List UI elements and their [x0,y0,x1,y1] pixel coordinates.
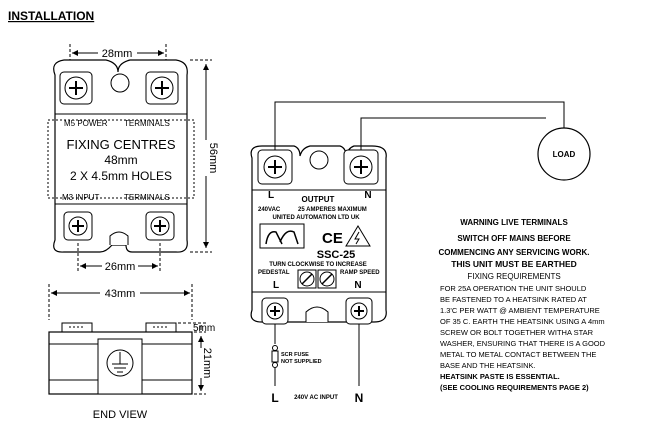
fixing-slot-bottom-icon [109,231,129,245]
m5-terminal-right-icon [145,71,179,105]
label-power-terminals: TERMINALS [124,119,170,128]
note-line: METAL TO METAL CONTACT BETWEEN THE [440,350,596,359]
label-scr-fuse: SCR FUSE [281,352,309,358]
scr-fuse-icon [271,350,279,363]
fixing-holes: 2 X 4.5mm HOLES [70,169,172,183]
note-line: FOR 25A OPERATION THE UNIT SHOULD [440,284,587,293]
label-output: OUTPUT [302,195,335,204]
earthed-notice: THIS UNIT MUST BE EARTHED [451,259,577,269]
label-l-bottom: L [273,280,279,291]
fixing-centres-title: FIXING CENTRES [66,137,175,152]
label-ramp-speed: RAMP SPEED [340,270,380,276]
model-name: SSC-25 [317,249,356,261]
load-wiring: LOAD [274,101,591,181]
dim-56mm: 56mm [207,143,219,174]
note-line: BASE AND THE HEATSINK. [440,361,536,370]
input-terminal-n-icon [345,297,373,325]
warning-line-3: COMMENCING ANY SERVICING WORK. [439,248,590,257]
note-line: SCREW OR BOLT TOGETHER WITHA STAR [440,328,594,337]
note-line: WASHER, ENSURING THAT THERE IS A GOOD [440,339,606,348]
supply-wiring: SCR FUSE NOT SUPPLIED L N 240V AC INPUT [271,324,363,405]
note-line: HEATSINK PASTE IS ESSENTIAL. [440,372,560,381]
dim-28mm: 28mm [102,48,133,60]
fixing-requirements-title: FIXING REQUIREMENTS [467,272,560,281]
pedestal-pot[interactable] [297,269,317,289]
top-view: 28mm M5 POWER TERMINALS FIXING CENTRES 4… [47,44,219,273]
end-view: 5mm 21mm END VIEW [48,322,215,421]
fixing-hole-top-icon [110,73,130,93]
label-amperes: 25 AMPERES MAXIMUM [298,207,367,213]
label-m5-power: M5 POWER [64,119,108,128]
note-line: BE FASTENED TO A HEATSINK RATED AT [440,295,587,304]
m3-terminal-right-icon [145,211,175,241]
warning-triangle-icon [345,225,371,247]
label-m3-input: M3 INPUT [62,193,99,202]
label-not-supplied: NOT SUPPLIED [281,359,322,365]
width-dimension: 43mm [48,284,193,320]
supply-l: L [271,391,278,405]
label-240vac: 240VAC [258,207,281,213]
earth-symbol-icon [106,349,134,377]
warning-line-1: WARNING LIVE TERMINALS [460,218,568,227]
dim-26mm: 26mm [105,261,136,273]
label-input-terminals: TERMINALS [124,193,170,202]
label-l-top: L [268,190,274,201]
fixing-distance: 48mm [104,153,137,167]
ce-mark: CE [322,230,343,247]
output-terminal-l-icon [257,149,293,185]
maker-logo-icon [259,223,305,249]
m5-terminal-left-icon [59,71,93,105]
dim-5mm: 5mm [193,323,215,334]
label-n-top: N [364,190,371,201]
note-line: (SEE COOLING REQUIREMENTS PAGE 2) [440,383,589,392]
section-heading: INSTALLATION [8,9,94,23]
controller-unit: L N OUTPUT 240VAC 25 AMPERES MAXIMUM UNI… [250,145,387,325]
label-turn-clockwise: TURN CLOCKWISE TO INCREASE [269,262,367,268]
label-pedestal: PEDESTAL [258,270,290,276]
end-view-caption: END VIEW [93,409,148,421]
notes-block: WARNING LIVE TERMINALS SWITCH OFF MAINS … [439,218,606,392]
note-line: 1.3'C PER WATT @ AMBIENT TEMPERATURE [440,306,600,315]
label-maker: UNITED AUTOMATION LTD UK [272,215,360,221]
output-terminal-n-icon [343,149,379,185]
supply-n: N [355,391,364,405]
note-line: OF 35 C. EARTH THE HEATSINK USING A 4mm [440,317,605,326]
dim-21mm: 21mm [201,348,213,379]
dim-43mm: 43mm [105,288,136,300]
m3-terminal-left-icon [63,211,93,241]
warning-line-2: SWITCH OFF MAINS BEFORE [457,234,571,243]
supply-label: 240V AC INPUT [294,395,338,401]
input-terminal-l-icon [261,297,289,325]
ramp-speed-pot[interactable] [317,269,337,289]
label-load: LOAD [553,150,576,159]
label-n-bottom: N [354,280,361,291]
load-symbol [537,127,591,181]
unit-fixing-hole-icon [309,150,329,170]
unit-fixing-slot-icon [305,306,329,322]
